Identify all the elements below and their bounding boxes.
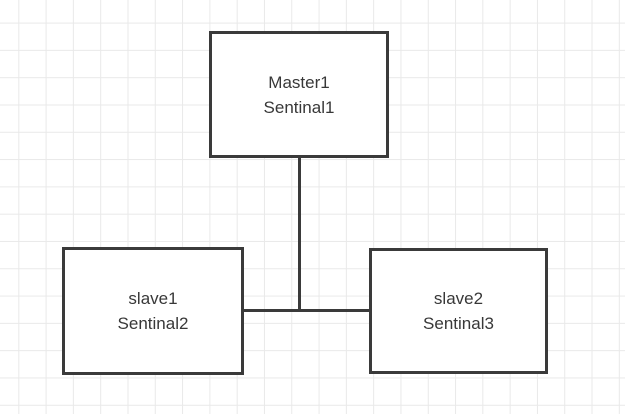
node-master1-label-line1: Master1: [268, 72, 330, 92]
node-slave2-label-line1: slave2: [433, 289, 484, 308]
node-slave2-label-line2: Sentinal3: [423, 314, 494, 333]
node-master1-label-line2: Sentinal1: [263, 97, 335, 117]
connector-master-to-slaves[interactable]: [298, 158, 301, 312]
connector-slave1-to-slave2[interactable]: [244, 309, 369, 312]
node-slave1-label-line2: Sentinal2: [117, 314, 189, 333]
node-slave2[interactable]: slave2 Sentinal3: [369, 248, 548, 374]
node-slave1[interactable]: slave1 Sentinal2: [62, 247, 244, 375]
node-slave1-label-line1: slave1: [128, 289, 178, 308]
node-master1[interactable]: Master1 Sentinal1: [209, 31, 389, 158]
